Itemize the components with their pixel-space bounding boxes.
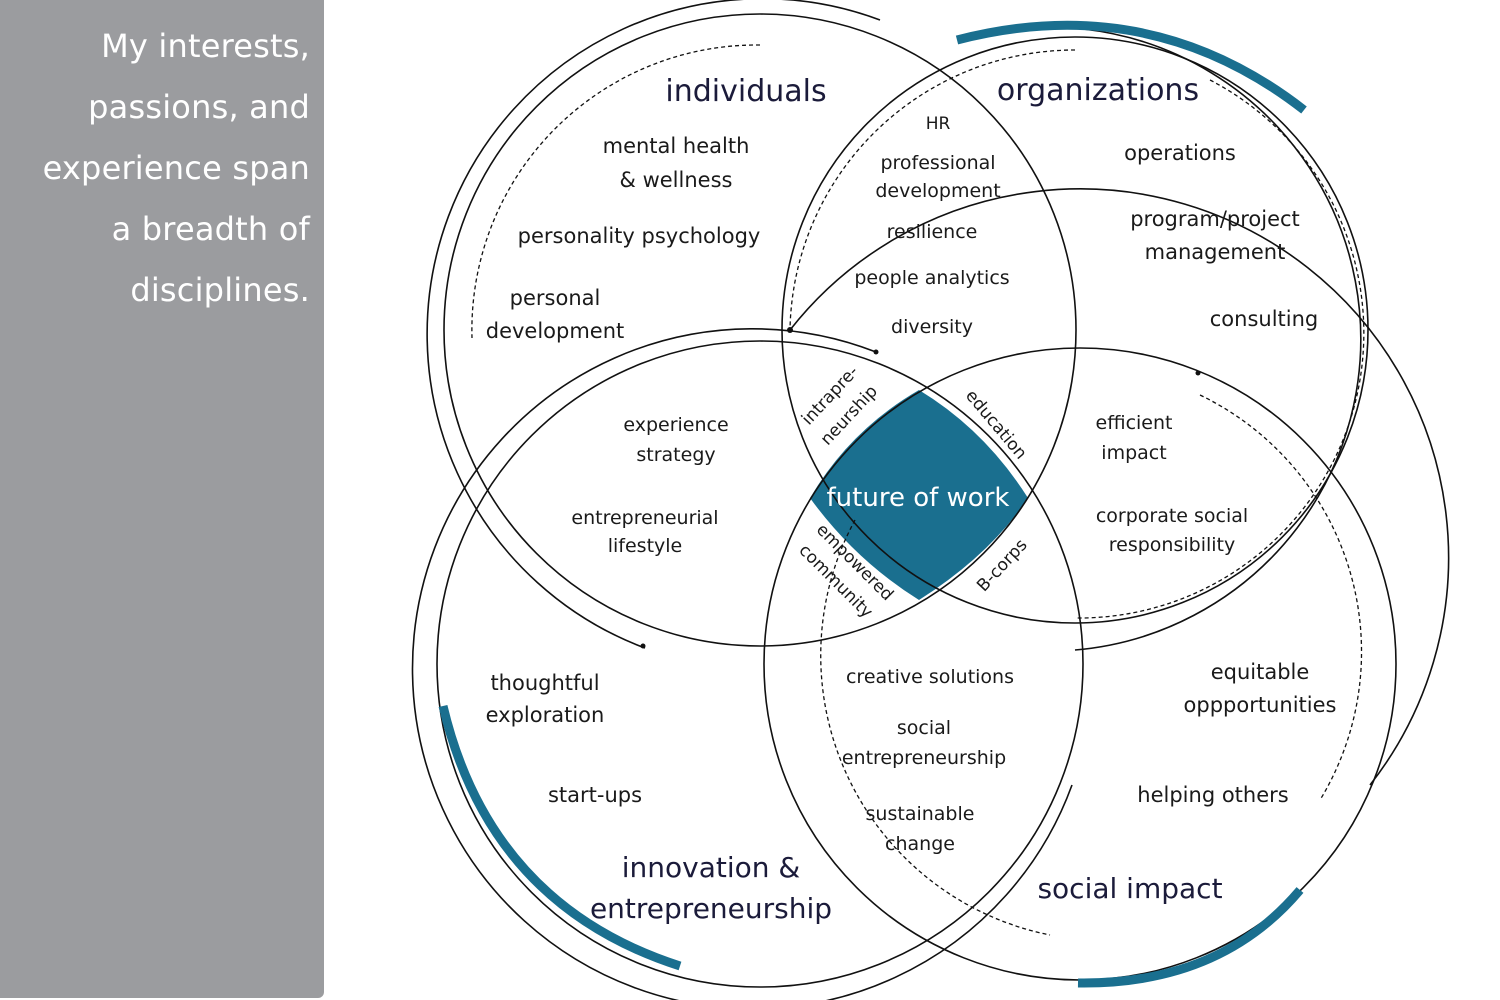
- outer-arc-individuals: [426, 0, 881, 649]
- label-responsibility: responsibility: [1109, 534, 1235, 556]
- dashed-arc-innovation: [820, 519, 1051, 936]
- marker-dot: [873, 349, 879, 355]
- label-equitable: equitable: [1211, 660, 1310, 684]
- label-sustainable: sustainable: [866, 803, 975, 825]
- label-creative-solutions: creative solutions: [846, 666, 1014, 688]
- outer-arc-social: [789, 188, 1450, 786]
- label-experience: experience: [623, 414, 728, 436]
- label-operations: operations: [1124, 141, 1236, 165]
- accent-arc-social: [1077, 887, 1304, 988]
- dashed-arc-social: [1199, 394, 1363, 801]
- label-mental-health: mental health: [603, 134, 750, 158]
- label-future-of-work: future of work: [827, 483, 1010, 513]
- intro-line: experience span: [42, 149, 310, 187]
- label-strategy: strategy: [636, 444, 715, 466]
- label-social: social: [897, 717, 951, 739]
- intro-line: My interests,: [101, 27, 310, 65]
- marker-dot: [787, 327, 793, 333]
- label-management: management: [1145, 240, 1286, 264]
- sidebar-panel: My interests, passions, and experience s…: [0, 0, 324, 998]
- label-diversity: diversity: [891, 316, 973, 338]
- label-personal: personal: [510, 286, 601, 310]
- label-wellness: & wellness: [620, 168, 733, 192]
- label-prof-development: development: [875, 180, 1000, 202]
- label-social-entrepreneurship: entrepreneurship: [842, 747, 1006, 769]
- heading-individuals: individuals: [665, 74, 826, 109]
- label-corporate-social: corporate social: [1096, 505, 1248, 527]
- label-consulting: consulting: [1210, 307, 1319, 331]
- intro-line: passions, and: [88, 88, 310, 126]
- accent-arc-innovation: [438, 704, 682, 971]
- heading-innovation-line2: entrepreneurship: [590, 892, 832, 925]
- label-exploration: exploration: [486, 703, 605, 727]
- label-professional: professional: [880, 152, 995, 174]
- label-efficient: efficient: [1096, 412, 1173, 434]
- label-program-project: program/project: [1130, 207, 1300, 231]
- dashed-arc-organizations: [789, 49, 1076, 331]
- outer-arc-innovation: [411, 327, 1073, 1000]
- label-hr: HR: [926, 114, 951, 134]
- intro-text: My interests, passions, and experience s…: [10, 16, 310, 321]
- heading-social-impact: social impact: [1037, 872, 1222, 905]
- intro-line: disciplines.: [130, 271, 310, 309]
- label-helping-others: helping others: [1137, 783, 1288, 807]
- circle-innovation: [436, 340, 1084, 988]
- label-personality-psychology: personality psychology: [518, 224, 761, 248]
- label-lifestyle: lifestyle: [608, 535, 683, 557]
- marker-dot: [1195, 370, 1201, 376]
- dashed-arc-organizations-right: [1074, 79, 1365, 619]
- future-of-work-region: [810, 390, 1028, 600]
- label-change: change: [885, 833, 955, 855]
- accent-arc-organizations: [955, 20, 1307, 114]
- label-resilience: resilience: [887, 221, 978, 243]
- label-thoughtful: thoughtful: [490, 671, 599, 695]
- label-entrepreneurial: entrepreneurial: [571, 507, 718, 529]
- label-start-ups: start-ups: [548, 783, 642, 807]
- heading-innovation-line1: innovation &: [622, 851, 801, 884]
- heading-organizations: organizations: [997, 73, 1199, 108]
- label-people-analytics: people analytics: [854, 267, 1009, 289]
- label-opportunities: oppportunities: [1184, 693, 1337, 717]
- intro-line: a breadth of: [111, 210, 310, 248]
- circle-individuals: [443, 13, 1077, 647]
- outer-arc-organizations: [959, 26, 1362, 651]
- label-impact: impact: [1101, 442, 1166, 464]
- label-development: development: [486, 319, 625, 343]
- marker-dot: [640, 643, 646, 649]
